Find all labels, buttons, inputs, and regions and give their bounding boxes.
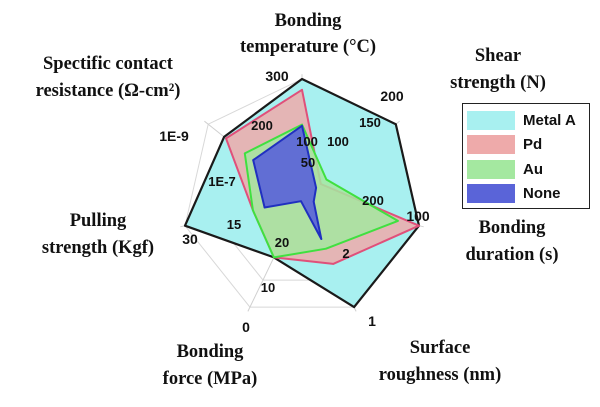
- data-point-au-3: [397, 220, 399, 222]
- tick-label-shear-strength-n-200: 200: [380, 88, 404, 104]
- data-point-none-1: [301, 124, 303, 127]
- axis-label-surface-roughness-nm-line-2: roughness (nm): [379, 365, 502, 385]
- data-point-au-4: [325, 247, 327, 250]
- series-polygons: [183, 77, 421, 309]
- legend-label-none: None: [523, 185, 561, 203]
- legend-label-au: Au: [523, 160, 543, 178]
- tick-label-surface-roughness-nm-2: 2: [342, 246, 349, 261]
- tick-labels: 30020010020015010050100200120102030151E-…: [159, 68, 430, 335]
- tick-label-surface-roughness-nm-1: 1: [368, 313, 376, 329]
- tick-label-bonding-force-mpa-20: 20: [275, 235, 289, 250]
- tick-label-bonding-force-mpa-0: 0: [242, 319, 250, 335]
- tick-label-shear-strength-n-150: 150: [359, 115, 381, 130]
- axis-label-spectific-contact-resistance-cm-line-2: resistance (Ω-cm²): [36, 81, 181, 101]
- tick-label-bonding-duration-s-200: 200: [362, 193, 384, 208]
- tick-label-pulling-strength-kgf-30: 30: [182, 231, 198, 247]
- data-point-none-3: [312, 200, 315, 203]
- legend: Metal A Pd Au None: [462, 103, 590, 209]
- tick-label-shear-strength-n-50: 50: [301, 155, 315, 170]
- axis-label-bonding-duration-s-line-2: duration (s): [465, 245, 558, 265]
- data-point-metal-a-1: [301, 78, 303, 80]
- data-point-metal-a-7: [223, 136, 226, 138]
- data-point-none-7: [252, 159, 255, 162]
- axis-label-pulling-strength-kgf-line-2: strength (Kgf): [42, 238, 154, 258]
- tick-label-pulling-strength-kgf-15: 15: [227, 217, 241, 232]
- tick-label-spectific-contact-resistance-cm-1e-9: 1E-9: [159, 128, 189, 144]
- data-point-au-5: [273, 256, 275, 259]
- tick-label-bonding-duration-s-100: 100: [406, 208, 430, 224]
- axis-label-surface-roughness-nm-line-1: Surface: [410, 338, 471, 358]
- axis-label-shear-strength-n-line-2: strength (N): [450, 73, 546, 93]
- data-point-pd-7: [225, 137, 227, 140]
- legend-swatch-pd: [467, 135, 515, 155]
- axis-label-bonding-temperature-c-line-1: Bonding: [275, 11, 343, 31]
- axis-label-bonding-force-mpa-line-1: Bonding: [177, 342, 245, 362]
- data-point-pd-4: [332, 263, 335, 265]
- legend-item-metal-a: Metal A: [467, 108, 585, 133]
- tick-label-bonding-temperature-c-200: 200: [251, 118, 273, 133]
- data-point-au-7: [243, 152, 246, 155]
- series-area-none: [252, 124, 323, 240]
- axis-label-spectific-contact-resistance-cm-line-1: Spectific contact: [43, 54, 174, 74]
- tick-label-shear-strength-n-100: 100: [327, 134, 349, 149]
- legend-item-pd: Pd: [467, 133, 585, 158]
- axis-label-bonding-duration-s-line-1: Bonding: [479, 218, 547, 238]
- data-point-pd-3: [418, 224, 420, 227]
- axis-label-bonding-temperature-c-line-2: temperature (°C): [240, 37, 376, 57]
- data-point-none-5: [300, 200, 302, 203]
- axis-labels: Bonding temperature (°C) Shear strength (N)…: [36, 11, 559, 389]
- legend-label-metal-a: Metal A: [523, 111, 576, 129]
- legend-swatch-none: [467, 184, 515, 204]
- data-point-none-4: [320, 238, 323, 240]
- data-point-metal-a-6: [184, 224, 186, 227]
- axis-label-pulling-strength-kgf-line-1: Pulling: [70, 211, 127, 231]
- data-point-none-2: [315, 186, 317, 189]
- tick-label-bonding-force-mpa-10: 10: [261, 280, 275, 295]
- legend-swatch-metal-a: [467, 110, 515, 130]
- legend-swatch-au: [467, 159, 515, 179]
- legend-label-pd: Pd: [523, 136, 543, 154]
- tick-label-bonding-temperature-c-100: 100: [296, 134, 318, 149]
- tick-label-bonding-temperature-c-300: 300: [265, 68, 289, 84]
- axis-label-bonding-force-mpa-line-2: force (MPa): [163, 369, 258, 389]
- series-none: [252, 124, 323, 240]
- axis-label-shear-strength-n-line-1: Shear: [475, 46, 521, 66]
- data-point-metal-a-4: [353, 306, 355, 308]
- legend-item-au: Au: [467, 157, 585, 182]
- tick-label-spectific-contact-resistance-cm-1e-7: 1E-7: [208, 174, 235, 189]
- data-point-au-6: [252, 209, 254, 212]
- data-point-none-6: [263, 206, 266, 209]
- data-point-pd-1: [301, 88, 303, 91]
- data-point-metal-a-2: [394, 123, 397, 126]
- data-point-au-2: [325, 178, 328, 181]
- legend-item-none: None: [467, 182, 585, 207]
